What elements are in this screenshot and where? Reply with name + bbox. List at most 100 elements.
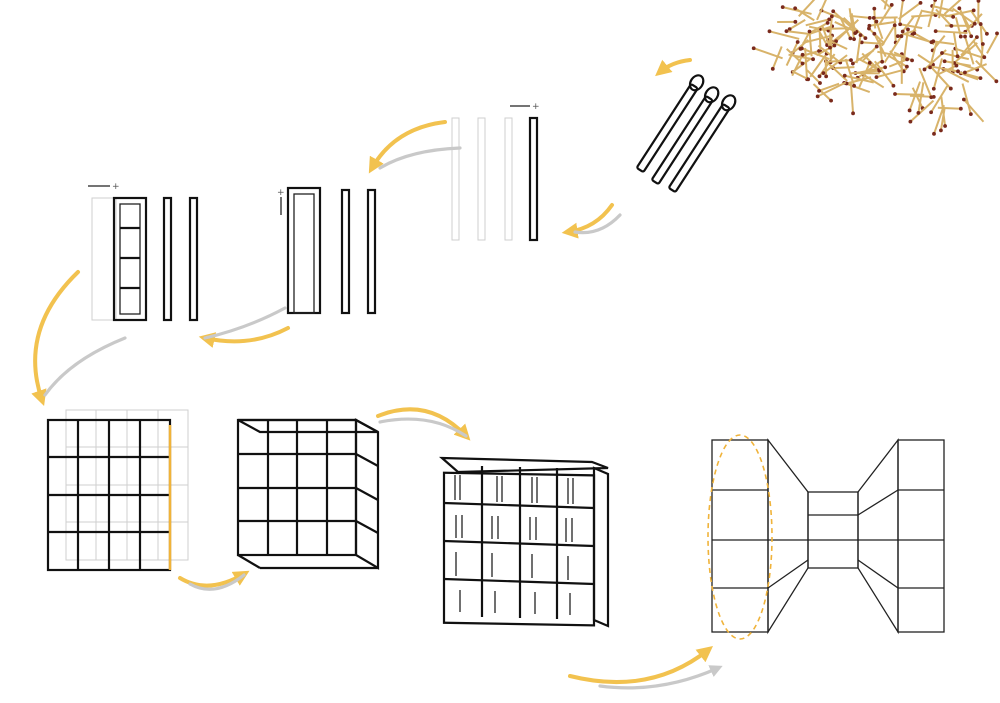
match-head [958, 34, 963, 39]
match-head [929, 110, 934, 115]
match-head [825, 21, 830, 25]
match-stick [869, 20, 897, 27]
match-head [883, 65, 888, 70]
match-stick [953, 42, 978, 64]
match-stick [806, 69, 821, 84]
match-head [901, 69, 906, 74]
corridor-highlight-ellipse [707, 434, 773, 640]
match-stick [935, 8, 953, 27]
match-head [793, 19, 798, 24]
match-head [982, 55, 987, 60]
match-stick [941, 52, 970, 61]
arrow-6-gold [178, 570, 250, 588]
match-head [834, 39, 838, 44]
match-head [943, 124, 947, 128]
match-head [893, 92, 897, 96]
corridor-illustration [707, 434, 945, 640]
match-head [931, 39, 936, 44]
match-head [978, 22, 983, 26]
match-head [963, 34, 967, 39]
match-head [831, 9, 836, 14]
match-head [933, 0, 938, 2]
match-stick [850, 69, 880, 75]
match-stick [979, 43, 984, 67]
match-stick [844, 74, 874, 84]
match-stick [880, 0, 892, 10]
match-stick [986, 32, 999, 54]
match-stick [812, 83, 832, 102]
match-head [958, 106, 963, 111]
match-stick [818, 32, 822, 52]
match-stick [822, 54, 848, 74]
match-head [811, 57, 815, 62]
match-head [949, 24, 954, 28]
match-head [961, 97, 966, 102]
match-stick [861, 41, 885, 45]
match-stick [818, 82, 840, 92]
match-stick [868, 27, 886, 45]
match-head [874, 75, 879, 80]
match-stick [805, 18, 830, 27]
match-head [928, 65, 932, 70]
match-stick [955, 47, 982, 59]
match-stick [873, 33, 887, 58]
match-stick [960, 36, 978, 57]
match-head [957, 6, 962, 11]
match-head [795, 40, 800, 44]
match-stick [933, 40, 955, 46]
match-head [880, 59, 885, 64]
match-head [784, 29, 789, 34]
match-stick [930, 85, 949, 113]
arrow-7-gold [376, 407, 471, 441]
match-head [780, 5, 785, 10]
arrow-7-grey [378, 417, 468, 438]
match-stick [938, 0, 944, 19]
match-head [842, 73, 847, 78]
match-head [867, 15, 872, 20]
match-head [906, 27, 910, 32]
match-head [940, 51, 944, 55]
match-stick [939, 107, 946, 131]
match-stick [944, 60, 971, 67]
match-head [942, 59, 947, 64]
arrow-4-gold [198, 326, 290, 348]
match-head [800, 61, 805, 66]
match-stick [852, 49, 875, 65]
match-head [770, 66, 775, 71]
match-stick [771, 46, 783, 70]
match-head [933, 29, 938, 34]
match-stick [879, 4, 893, 25]
match-head [793, 6, 798, 11]
match-head [898, 22, 903, 27]
flat-grid-illustration [46, 409, 189, 572]
match-head [824, 74, 829, 79]
match-stick [844, 58, 856, 87]
match-head [912, 31, 917, 36]
ladder-frame-illustration: + [277, 186, 377, 315]
match-stick [883, 35, 903, 64]
match-head [829, 98, 833, 103]
match-stick [952, 32, 959, 57]
arrow-3-grey [378, 146, 462, 170]
match-stick [954, 17, 962, 37]
match-stick [943, 0, 962, 15]
match-stick [901, 15, 915, 33]
match-stick [855, 34, 862, 64]
match-head [985, 31, 989, 36]
match-head [858, 33, 863, 38]
match-head [867, 23, 872, 28]
match-stick [849, 82, 855, 114]
match-head [980, 42, 985, 46]
match-stick [858, 62, 871, 88]
match-stick [791, 70, 809, 81]
flow-arrows [31, 58, 723, 690]
match-stick [964, 63, 987, 74]
match-stick [888, 58, 908, 68]
match-head [889, 3, 894, 7]
match-stick [972, 40, 986, 58]
match-head [874, 19, 879, 24]
match-head [828, 45, 832, 50]
stick-rows-illustration: + [451, 102, 540, 242]
match-head [971, 8, 976, 13]
